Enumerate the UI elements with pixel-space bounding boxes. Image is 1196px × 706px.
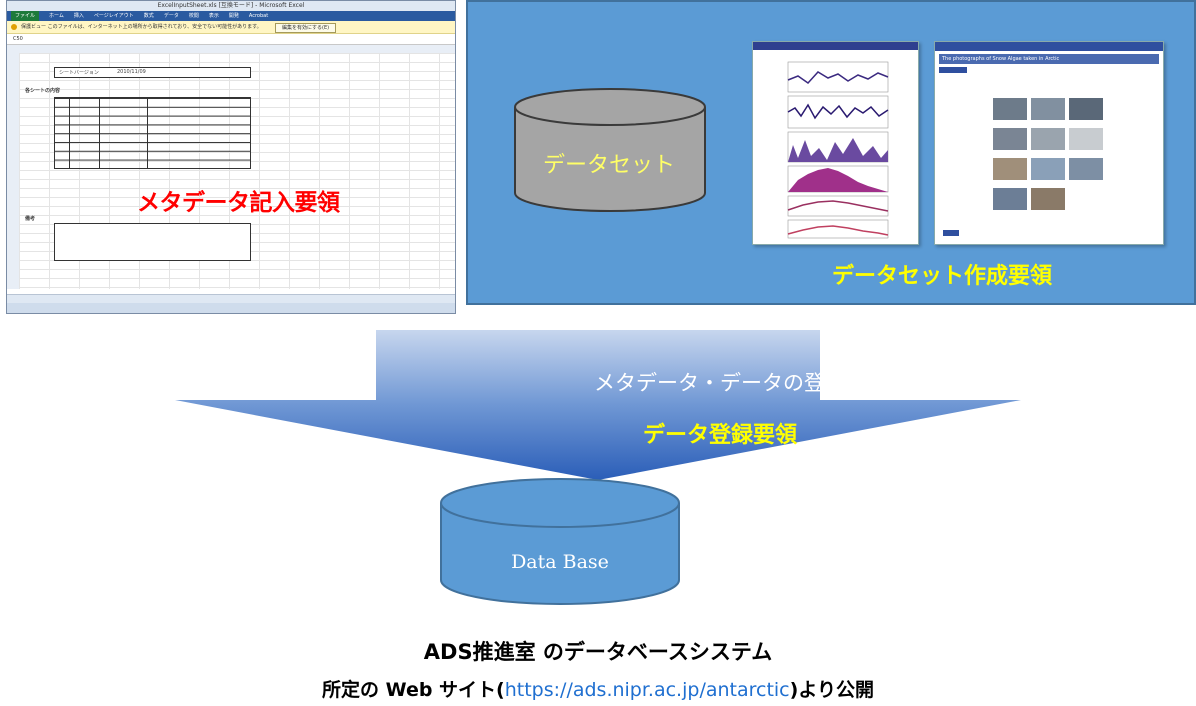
registration-arrow [175, 330, 1021, 480]
contents-table [54, 97, 251, 169]
gallery-back-button[interactable] [939, 67, 967, 73]
status-bar [7, 303, 455, 313]
protected-view-message: 保護ビュー このファイルは、インターネット上の場所から取得されており、安全でない… [21, 24, 262, 30]
notes-box [54, 223, 251, 261]
section-heading: 各シートの内容 [25, 88, 61, 94]
sheet-version-label: シートバージョン [59, 70, 99, 76]
table-col-line [147, 97, 148, 169]
ribbon-tab-data[interactable]: データ [163, 13, 179, 19]
publication-caption-prefix: 所定の Web サイト( [322, 679, 505, 701]
shield-icon [11, 24, 17, 30]
ribbon-tab-developer[interactable]: 開発 [228, 13, 239, 19]
excel-title-bar: ExcelInputSheet.xls [互換モード] - Microsoft … [7, 1, 455, 11]
plot-thumbnail-header [753, 42, 918, 50]
metadata-guide-label: メタデータ記入要領 [137, 190, 340, 216]
registration-title: メタデータ・データの登録 [594, 371, 846, 395]
registration-guide-label: データ登録要領 [642, 423, 797, 448]
database-label: Data Base [511, 551, 609, 573]
name-box[interactable]: C50 [13, 36, 23, 42]
sheet-version-value: 2010/11/09 [117, 69, 146, 75]
dataset-guide-label: データセット作成要領 [831, 264, 1052, 289]
version-row: シートバージョン 2010/11/09 [54, 67, 251, 78]
table-col-line [99, 97, 100, 169]
ribbon-tab-layout[interactable]: ページレイアウト [93, 13, 134, 19]
notes-heading: 備考 [25, 216, 36, 222]
photo-grid [943, 98, 1103, 236]
excel-ribbon: ファイル ホーム 挿入 ページレイアウト 数式 データ 校閲 表示 開発 Acr… [7, 11, 455, 21]
gallery-title: The photographs of Snow Algae taken in A… [939, 54, 1159, 64]
formula-bar[interactable]: C50 [7, 34, 455, 45]
photo-gallery-thumbnail: The photographs of Snow Algae taken in A… [934, 41, 1164, 245]
system-caption: ADS推進室 のデータベースシステム [423, 640, 773, 664]
ribbon-tab-acrobat[interactable]: Acrobat [248, 13, 269, 19]
dataset-cylinder [514, 88, 706, 212]
gallery-header [935, 42, 1163, 51]
ribbon-tab-review[interactable]: 校閲 [188, 13, 199, 19]
ribbon-tab-home[interactable]: ホーム [49, 13, 64, 19]
ribbon-tab-file[interactable]: ファイル [11, 11, 40, 21]
table-col-line [69, 97, 70, 169]
dataset-cylinder-label: データセット [542, 153, 675, 178]
plot-thumbnail-graph [787, 61, 889, 239]
ribbon-tab-insert[interactable]: 挿入 [73, 13, 84, 19]
ribbon-tab-view[interactable]: 表示 [208, 13, 219, 19]
database-cylinder [440, 478, 680, 605]
plot-thumbnail [752, 41, 919, 245]
protected-view-bar: 保護ビュー このファイルは、インターネット上の場所から取得されており、安全でない… [7, 21, 455, 34]
publication-caption-suffix: )より公開 [789, 679, 874, 701]
enable-editing-button[interactable]: 編集を有効にする(E) [275, 23, 337, 33]
publication-caption: 所定の Web サイト(https://ads.nipr.ac.jp/antar… [0, 675, 1196, 702]
excel-screenshot: ExcelInputSheet.xls [互換モード] - Microsoft … [6, 0, 456, 314]
antarctic-site-link[interactable]: https://ads.nipr.ac.jp/antarctic [504, 679, 790, 701]
sheet-tabs[interactable] [7, 294, 455, 303]
ribbon-tab-formulas[interactable]: 数式 [143, 13, 154, 19]
